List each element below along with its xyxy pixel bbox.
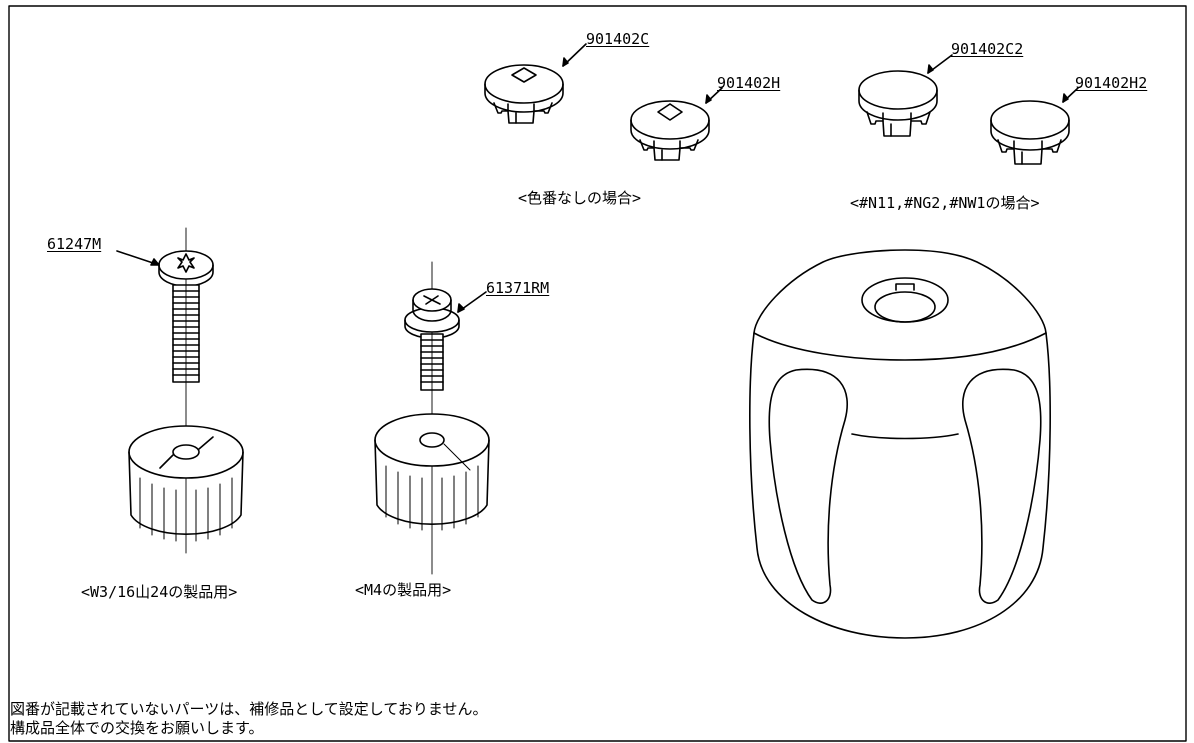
part-number-901402h: 901402H bbox=[717, 74, 781, 92]
part-number-901402c2: 901402C2 bbox=[951, 40, 1024, 58]
part-number-61371rm: 61371RM bbox=[486, 279, 550, 297]
part-number-901402c: 901402C bbox=[586, 30, 650, 48]
cap-901402c-drawing bbox=[484, 43, 587, 124]
part-number-61247m: 61247M bbox=[47, 235, 102, 253]
screw-61247m-drawing bbox=[116, 227, 244, 554]
handle-drawing bbox=[749, 249, 1051, 639]
diagram-border bbox=[8, 5, 1187, 742]
caption-m4-product: <M4の製品用> bbox=[355, 581, 452, 599]
caption-no-color: <色番なしの場合> bbox=[518, 189, 642, 207]
cap-901402c2-drawing bbox=[858, 54, 953, 137]
note-line-2: 構成品全体での交換をお願いします。 bbox=[10, 719, 264, 737]
cap-901402h2-drawing bbox=[990, 87, 1079, 165]
note-line-1: 図番が記載されていないパーツは、補修品として設定しておりません。 bbox=[10, 700, 488, 718]
caption-w316-product: <W3/16山24の製品用> bbox=[81, 583, 238, 601]
cap-901402h-drawing bbox=[630, 87, 723, 161]
part-number-901402h2: 901402H2 bbox=[1075, 74, 1148, 92]
caption-color-variants: <#N11,#NG2,#NW1の場合> bbox=[850, 194, 1040, 212]
screw-61371rm-drawing bbox=[374, 261, 490, 575]
